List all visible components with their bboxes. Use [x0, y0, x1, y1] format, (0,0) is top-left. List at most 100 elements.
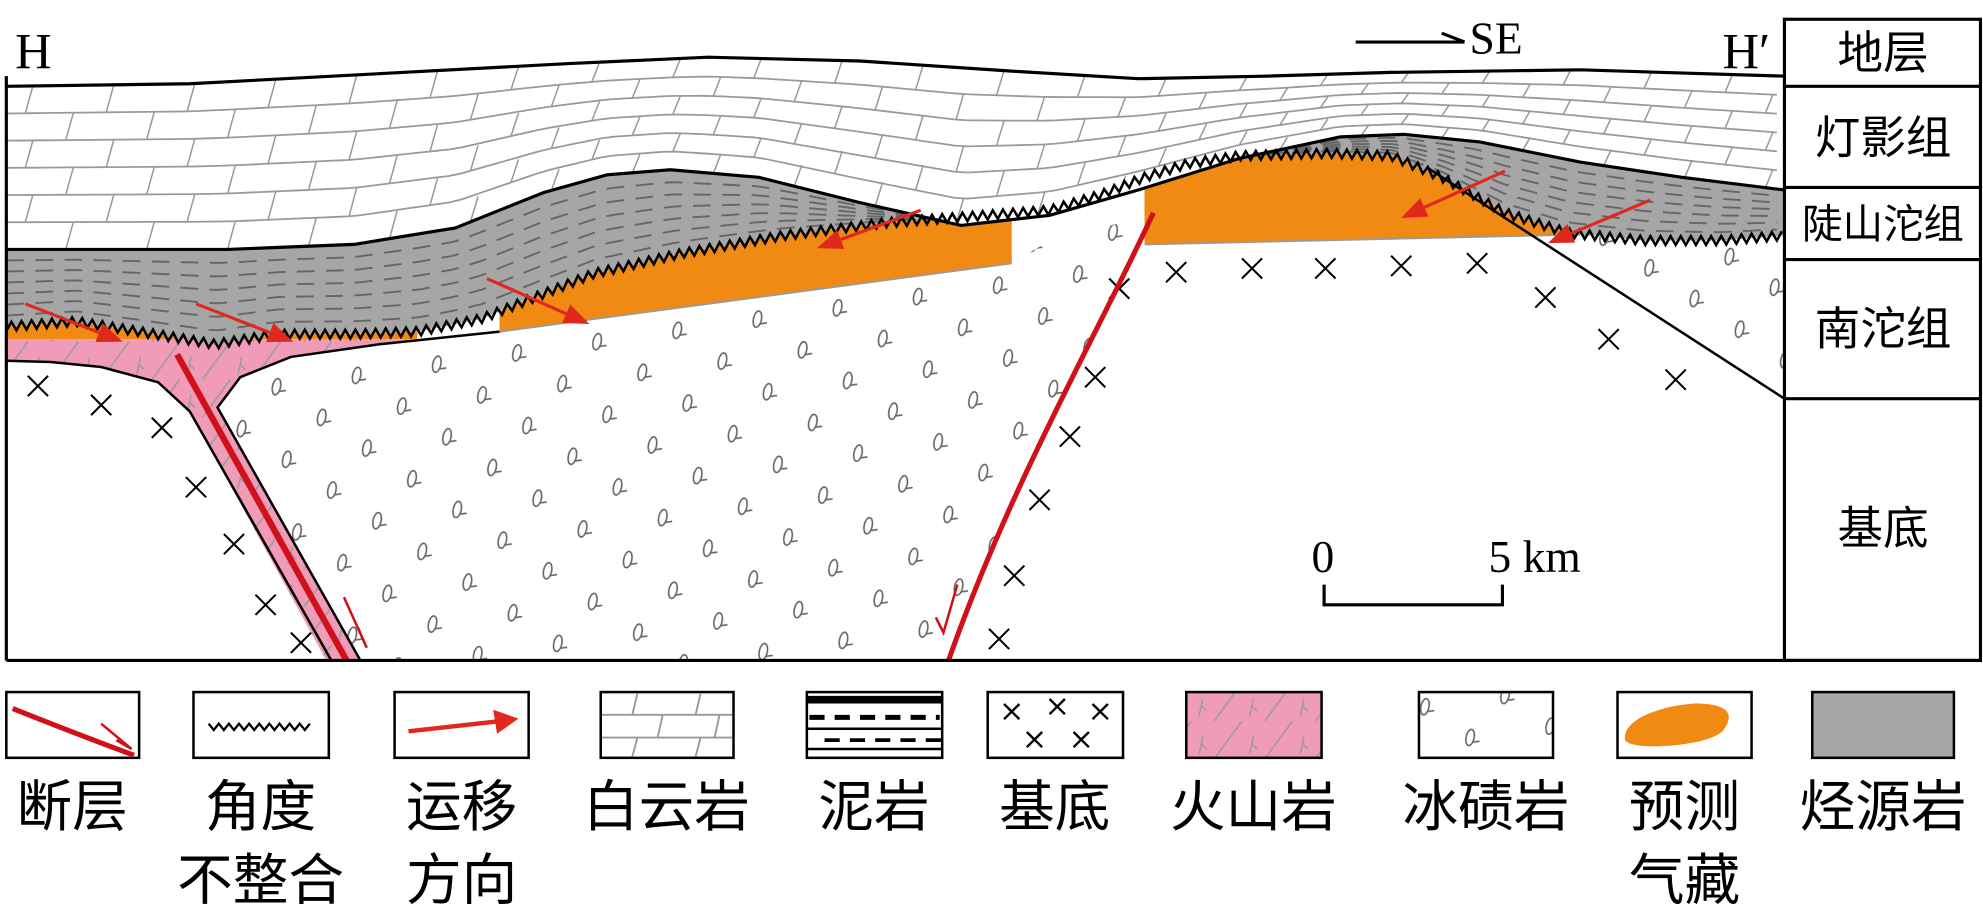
dolomite-brick-joint	[1117, 136, 1127, 157]
direction-arrowhead-icon	[1441, 31, 1466, 44]
dolomite-brick-joint	[955, 93, 965, 120]
legend-dolomite	[599, 690, 735, 760]
basement-cross-mark	[1165, 261, 1187, 284]
mudstone-pattern-icon	[806, 695, 943, 751]
dolomite-brick-joint	[1157, 113, 1167, 132]
basement-unconformity-line	[1425, 166, 1786, 400]
migration-arrow-icon	[1401, 169, 1506, 218]
dolomite-brick-joint	[793, 80, 803, 102]
dolomite-brick-joint	[591, 101, 601, 122]
dolomite-brick-joint	[1724, 110, 1734, 129]
basement-cross-mark	[1059, 425, 1081, 448]
svg-text:×: ×	[1022, 722, 1047, 757]
dolomite-brick-joint	[672, 132, 682, 152]
dolomite-brick-joint	[105, 84, 115, 113]
dolomite-brick-joint	[1441, 126, 1450, 139]
section-end-label: H′	[1722, 24, 1770, 80]
volcanic-swatch-icon	[1184, 690, 1323, 760]
fault-right	[946, 211, 1156, 662]
dolomite-brick-joint	[1279, 87, 1289, 101]
dolomite-brick-joint	[753, 137, 763, 158]
dolomite-brick-joint	[226, 165, 236, 194]
legend-source-rock	[1811, 690, 1956, 760]
source-rock-layer	[6, 134, 1784, 345]
dolomite-bedding-line	[6, 112, 1777, 196]
legend-label: 基底	[999, 777, 1110, 839]
svg-text:×: ×	[1045, 689, 1070, 724]
legend-label: 运移	[406, 777, 517, 839]
dolomite-brick-joint	[1602, 86, 1612, 103]
basement-cross-mark	[90, 394, 113, 416]
legend-label: 角度	[205, 777, 316, 839]
dolomite-brick-joint	[1319, 74, 1329, 87]
dolomite-brick-joint	[1036, 96, 1046, 121]
dolomite-brick-joint	[1481, 94, 1491, 108]
dolomite-brick-joint	[874, 133, 884, 159]
svg-text:×: ×	[999, 694, 1024, 729]
dolomite-brick-joint	[833, 60, 843, 84]
dolomite-brick-joint	[1683, 90, 1693, 109]
dolomite-brick-joint	[672, 58, 682, 78]
dolomite-brick-joint	[348, 131, 358, 161]
legend-label-line2: 气藏	[1629, 850, 1740, 912]
angular-unconformity-line	[5, 146, 1784, 351]
dolomite-brick-joint	[874, 181, 884, 207]
dolomite-brick-joint	[469, 196, 479, 223]
dolomite-brick-joint	[469, 145, 479, 172]
dolomite-brick-joint	[955, 145, 965, 173]
dolomite-pattern-icon	[601, 693, 733, 757]
section-start-label: H	[15, 24, 52, 80]
dolomite-brick-joint	[65, 221, 75, 250]
gas-reservoir-middle	[499, 213, 1012, 332]
migration-arrow-icon	[816, 208, 922, 249]
fault-left-slip-arrow	[342, 596, 368, 649]
section-frame	[4, 17, 1983, 663]
dolomite-brick-joint	[1279, 137, 1289, 151]
dolomite-brick-joint	[24, 194, 34, 223]
dolomite-brick-joint	[753, 58, 763, 79]
dolomite-brick-joint	[348, 75, 358, 104]
mudstone-dash-line	[6, 148, 1777, 318]
dolomite-brick-joint	[1602, 117, 1612, 135]
dolomite-brick-joint	[1724, 146, 1734, 165]
dolomite-brick-joint	[1724, 74, 1734, 93]
dolomite-brick-joint	[186, 193, 196, 223]
dolomite-brick-joint	[1198, 123, 1208, 141]
dolomite-brick-joint	[105, 139, 115, 168]
dolomite-brick-joint	[1764, 93, 1774, 114]
dolomite-brick-joint	[995, 69, 1005, 96]
basement-cross-mark	[1390, 255, 1413, 277]
dolomite-brick-joint	[833, 105, 843, 129]
dolomite-brick-joint	[1238, 76, 1248, 91]
dolomite-brick-joint	[145, 111, 156, 140]
dolomite-brick-joint	[267, 191, 277, 220]
top-surface-line	[6, 55, 1785, 88]
legend-label: 火山岩	[1170, 777, 1337, 839]
dolomite-brick-joint	[1643, 104, 1653, 123]
dolomite-brick-joint	[1238, 103, 1248, 119]
dolomite-brick-joint	[753, 97, 763, 118]
svg-text:×: ×	[1069, 722, 1094, 757]
scale-start-label: 0	[1311, 531, 1334, 582]
dolomite-brick-joint	[1360, 125, 1369, 137]
tillite-swatch-icon	[1417, 690, 1555, 760]
migration-arrow-icon	[1547, 198, 1652, 244]
legend-label: 断层	[16, 777, 127, 839]
dolomite-brick-joint	[550, 85, 560, 107]
dolomite-brick-joint	[1400, 113, 1410, 125]
dolomite-brick-joint	[1441, 104, 1450, 117]
dolomite-brick-joint	[105, 194, 115, 223]
dolomite-brick-joint	[833, 150, 843, 174]
dolomite-brick-joint	[1036, 144, 1046, 169]
basement-cross-mark	[254, 593, 277, 616]
legend-gas-reservoir	[1616, 690, 1753, 760]
migration-arrows	[24, 169, 1652, 342]
dolomite-brick-joint	[631, 79, 641, 99]
legend-basement: ××× ××	[986, 689, 1125, 760]
tillite-boundary-line	[216, 330, 500, 662]
direction-indicator: SE	[1355, 12, 1523, 63]
dolomite-brick-joint	[1076, 118, 1086, 142]
reservoir-base-line-right	[1144, 233, 1594, 246]
dolomite-brick-joint	[793, 164, 803, 187]
